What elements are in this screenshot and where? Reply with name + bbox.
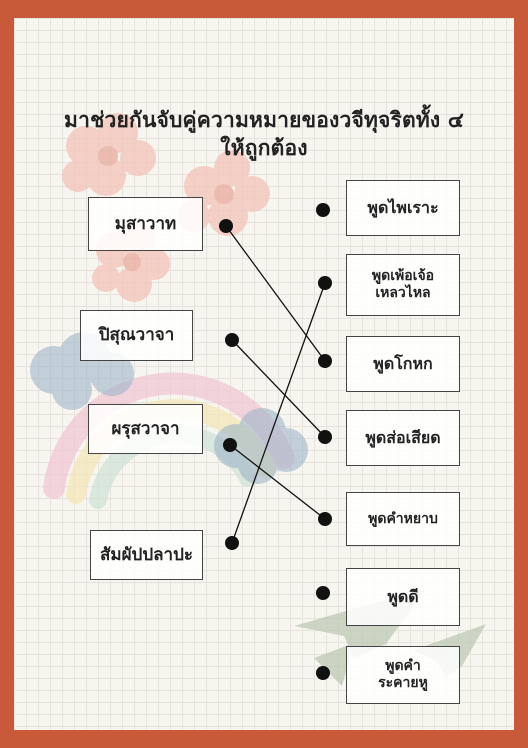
worksheet-title-line1: มาช่วยกันจับคู่ความหมายของวจีทุจริตทั้ง … (64, 108, 464, 132)
left-connector-dot[interactable] (219, 219, 233, 233)
meaning-label: พูดส่อเสียด (365, 428, 441, 448)
left-connector-dot[interactable] (223, 438, 237, 452)
term-label: สัมผัปปลาปะ (99, 544, 193, 565)
right-connector-dot[interactable] (316, 586, 330, 600)
left-connector-dot[interactable] (225, 333, 239, 347)
flower-decoration (62, 113, 156, 196)
meaning-box: พูดเพ้อเจ้อ เหลวไหล (346, 254, 460, 316)
meaning-label: พูดโกหก (373, 354, 433, 374)
right-connector-dot[interactable] (318, 354, 332, 368)
right-connector-dot[interactable] (318, 512, 332, 526)
meaning-label: พูดดี (387, 587, 419, 607)
term-box: ผรุสวาจา (88, 404, 203, 454)
meaning-label: พูดเพ้อเจ้อ เหลวไหล (371, 268, 435, 301)
meaning-label: พูดไพเราะ (367, 198, 439, 218)
right-connector-dot[interactable] (316, 666, 330, 680)
term-box: ปิสุณวาจา (80, 310, 193, 361)
right-connector-dot[interactable] (318, 276, 332, 290)
term-label: มุสาวาท (114, 213, 177, 234)
worksheet: มาช่วยกันจับคู่ความหมายของวจีทุจริตทั้ง … (14, 18, 514, 730)
left-connector-dot[interactable] (225, 536, 239, 550)
meaning-box: พูดโกหก (346, 336, 460, 392)
term-label: ผรุสวาจา (111, 418, 180, 439)
meaning-label: พูดคำ ระคายหู (378, 658, 428, 691)
meaning-box: พูดดี (346, 568, 460, 626)
term-box: สัมผัปปลาปะ (90, 530, 203, 580)
meaning-label: พูดคำหยาบ (368, 510, 438, 527)
meaning-box: พูดไพเราะ (346, 180, 460, 236)
meaning-box: พูดส่อเสียด (346, 410, 460, 466)
right-connector-dot[interactable] (316, 203, 330, 217)
meaning-box: พูดคำ ระคายหู (346, 646, 460, 704)
term-box: มุสาวาท (88, 197, 203, 251)
meaning-box: พูดคำหยาบ (346, 492, 460, 546)
term-label: ปิสุณวาจา (98, 325, 175, 346)
right-connector-dot[interactable] (318, 430, 332, 444)
worksheet-title-line2: ให้ถูกต้อง (220, 136, 308, 160)
